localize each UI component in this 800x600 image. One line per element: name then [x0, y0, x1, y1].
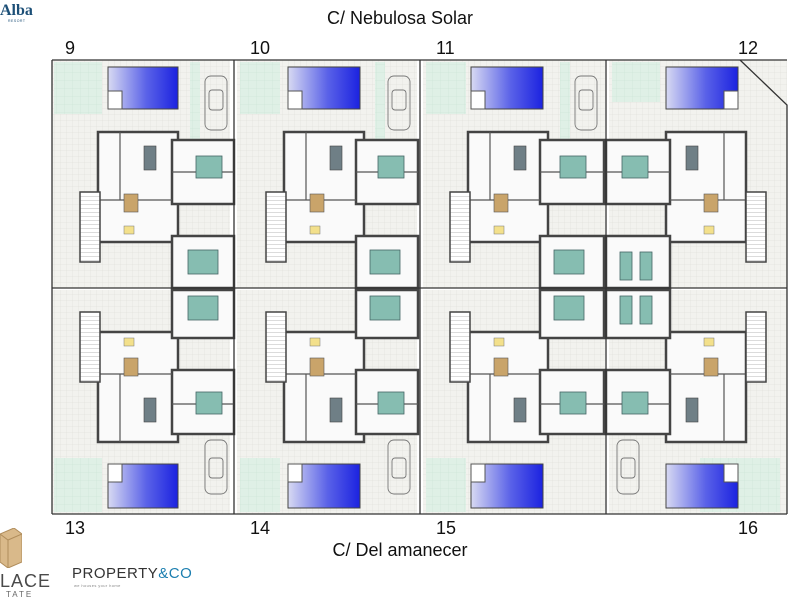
plot-number-16: 16	[738, 518, 759, 538]
plot-number-14: 14	[250, 518, 271, 538]
gardens	[54, 62, 780, 512]
street-name-bottom: C/ Del amanecer	[332, 540, 468, 560]
alba-logo-word: Alba	[0, 2, 33, 19]
stairs	[79, 191, 767, 383]
pool-steps	[107, 90, 739, 483]
street-name-top: C/ Nebulosa Solar	[326, 8, 474, 28]
plot-number-9: 9	[65, 38, 76, 58]
plot-number-15: 15	[436, 518, 457, 538]
place-estate-logo: LACE TATE	[0, 528, 60, 600]
pool-11	[470, 66, 544, 110]
place-logo-word: LACE	[0, 571, 52, 591]
plot-number-12: 12	[738, 38, 759, 58]
plot-number-10: 10	[250, 38, 271, 58]
alba-logo: Alba RESORT	[0, 0, 60, 26]
beds	[187, 155, 653, 415]
plot-number-11: 11	[436, 38, 455, 58]
co-logo-word: &CO	[158, 565, 193, 582]
estate-logo-word: TATE	[6, 590, 34, 599]
property-logo-tag: we houses your home	[74, 583, 121, 588]
cube-logo-icon	[0, 528, 22, 568]
plot-number-13: 13	[65, 518, 86, 538]
property-co-logo: PROPERTY&CO we houses your home	[72, 565, 192, 595]
dining-tables	[123, 193, 719, 377]
cars	[204, 75, 640, 495]
alba-logo-tag: RESORT	[8, 19, 26, 23]
kitchen-units	[123, 225, 715, 347]
houses	[96, 130, 748, 444]
sofas	[143, 145, 699, 423]
property-logo-word: PROPERTY	[72, 565, 159, 582]
plot-boundaries	[51, 59, 788, 515]
